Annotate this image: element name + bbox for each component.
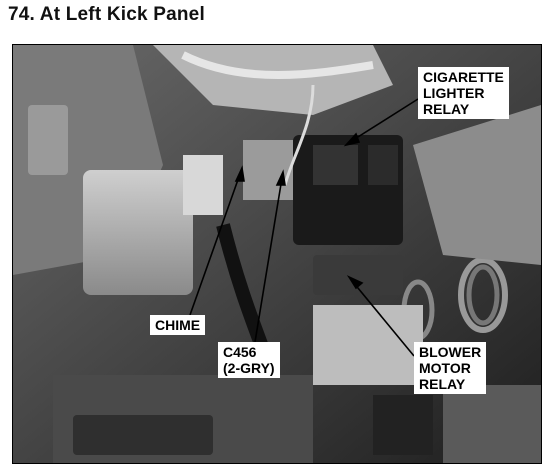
cigarette-lighter-relay-body xyxy=(313,145,358,185)
callout-line: LIGHTER xyxy=(423,85,485,101)
lower-connector xyxy=(373,395,433,455)
white-connector-block xyxy=(83,170,193,295)
callout-c456: C456 (2-GRY) xyxy=(218,342,280,378)
callout-line: C456 xyxy=(223,344,257,360)
pedal-bracket xyxy=(413,105,541,265)
callout-line: BLOWER xyxy=(419,344,482,360)
blower-motor-relay-body xyxy=(313,255,403,295)
lower-panel-slot xyxy=(73,415,213,455)
harness-bundle-top xyxy=(181,51,374,79)
callout-line: RELAY xyxy=(423,101,470,117)
callout-line: MOTOR xyxy=(419,360,471,376)
lower-harness xyxy=(313,305,423,385)
callout-chime: CHIME xyxy=(150,315,206,335)
callout-line: CHIME xyxy=(155,317,201,333)
callout-blower-motor-relay: BLOWER MOTOR RELAY xyxy=(414,342,487,394)
left-bracket xyxy=(28,105,68,175)
floor-area xyxy=(443,385,541,463)
thin-wire xyxy=(283,84,315,186)
callout-line: CIGARETTE xyxy=(423,69,504,85)
page-title: 74. At Left Kick Panel xyxy=(8,4,205,25)
photo-illustration xyxy=(13,45,541,463)
callout-line: (2-GRY) xyxy=(223,360,275,376)
callout-line: RELAY xyxy=(419,376,466,392)
relay-slot xyxy=(368,145,398,185)
chime-unit xyxy=(183,155,223,215)
callout-cigarette-lighter-relay: CIGARETTE LIGHTER RELAY xyxy=(418,67,509,119)
